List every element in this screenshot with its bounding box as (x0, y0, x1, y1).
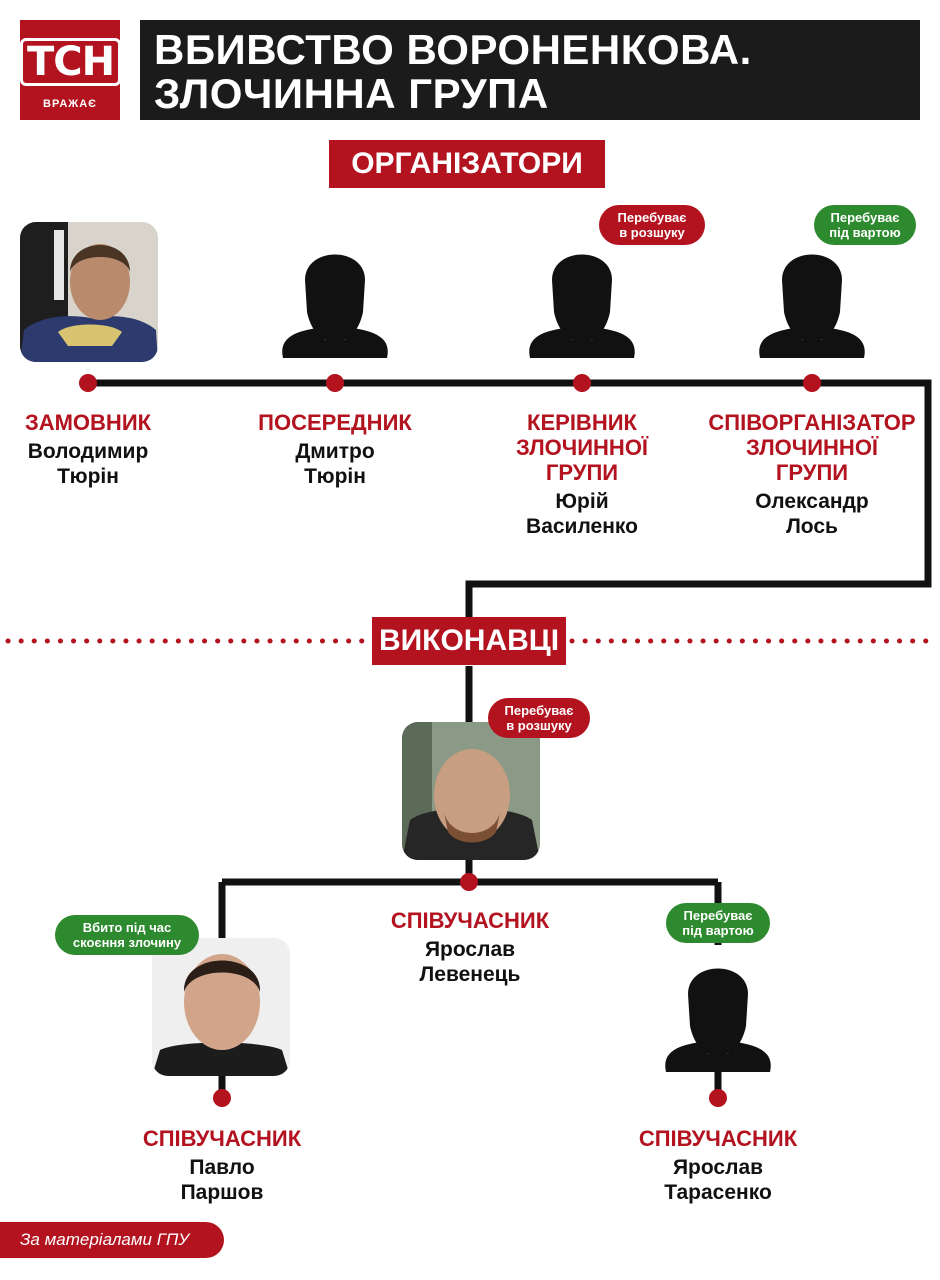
organizers-connector (88, 379, 932, 619)
person-name: Дмитро (295, 440, 375, 463)
node-dot (213, 1089, 231, 1107)
role-label: ЗАМОВНИК (24, 410, 152, 435)
source-note: За матеріалами ГПУ (0, 1222, 224, 1258)
role-label: СПІВУЧАСНИК (142, 1126, 302, 1151)
node-dot (460, 873, 478, 891)
person-name: Володимир (27, 440, 149, 463)
tsn-logo: ТСН ВРАЖАЄ (20, 20, 122, 120)
role-label: ГРУПИ (545, 460, 619, 485)
role-label: СПІВУЧАСНИК (638, 1126, 798, 1151)
person-name: Паршов (180, 1181, 264, 1204)
status-badge-custody: Перебуває під вартою (666, 903, 770, 943)
node-dot (803, 374, 821, 392)
person-name: Левенець (419, 963, 521, 986)
role-label: ПОСЕРЕДНИК (258, 410, 412, 435)
status-badge-custody: Перебуває під вартою (814, 205, 916, 245)
person-name: Тюрін (57, 465, 119, 488)
title-line-2: ЗЛОЧИННА ГРУПА (154, 70, 549, 117)
executor-left: СПІВУЧАСНИК Павло Паршов (122, 1126, 322, 1205)
person-silhouette-2 (282, 254, 388, 358)
section-organizers: ОРГАНІЗАТОРИ (329, 140, 605, 188)
node-dot (573, 374, 591, 392)
person-photo-1 (20, 222, 158, 362)
role-label: ГРУПИ (775, 460, 849, 485)
status-badge-wanted: Перебуває в розшуку (488, 698, 590, 738)
person-name: Ярослав (424, 938, 516, 961)
title-bar: ВБИВСТВО ВОРОНЕНКОВА. ЗЛОЧИННА ГРУПА (140, 20, 920, 120)
organizer-3: КЕРІВНИК ЗЛОЧИННОЇ ГРУПИ Юрій Василенко (490, 410, 674, 539)
page-title: ВБИВСТВО ВОРОНЕНКОВА. ЗЛОЧИННА ГРУПА (154, 28, 752, 116)
node-dot (326, 374, 344, 392)
person-silhouette-3 (529, 254, 635, 358)
role-label: СПІВОРГАНІЗАТОР (708, 410, 916, 435)
title-line-1: ВБИВСТВО ВОРОНЕНКОВА. (154, 26, 752, 73)
organizer-1: ЗАМОВНИК Володимир Тюрін (0, 410, 176, 489)
logo-brand: ТСН (20, 38, 122, 86)
person-name: Юрій (555, 490, 609, 513)
executor-right: СПІВУЧАСНИК Ярослав Тарасенко (618, 1126, 818, 1205)
person-name: Тюрін (304, 465, 366, 488)
person-name: Олександр (755, 490, 869, 513)
person-name: Павло (189, 1156, 255, 1179)
role-label: СПІВУЧАСНИК (390, 908, 550, 933)
person-silhouette-right (665, 968, 771, 1072)
executor-main: СПІВУЧАСНИК Ярослав Левенець (370, 908, 570, 987)
role-label: ЗЛОЧИННОЇ (515, 435, 648, 460)
person-name: Лось (786, 515, 838, 538)
person-name: Ярослав (672, 1156, 764, 1179)
role-label: КЕРІВНИК (527, 410, 637, 435)
person-photo-main (402, 722, 540, 860)
status-badge-wanted: Перебуває в розшуку (599, 205, 705, 245)
person-silhouette-4 (759, 254, 865, 358)
status-badge-killed: Вбито під час скоєння злочину (55, 915, 199, 955)
role-label: ЗЛОЧИННОЇ (745, 435, 878, 460)
logo-tagline: ВРАЖАЄ (43, 98, 97, 110)
person-name: Василенко (526, 515, 638, 538)
node-dot (79, 374, 97, 392)
node-dot (709, 1089, 727, 1107)
organizer-4: СПІВОРГАНІЗАТОР ЗЛОЧИННОЇ ГРУПИ Олександ… (692, 410, 932, 539)
section-executors: ВИКОНАВЦІ (372, 617, 566, 665)
person-name: Тарасенко (664, 1181, 772, 1204)
organizer-2: ПОСЕРЕДНИК Дмитро Тюрін (238, 410, 432, 489)
person-photo-left (152, 938, 290, 1076)
